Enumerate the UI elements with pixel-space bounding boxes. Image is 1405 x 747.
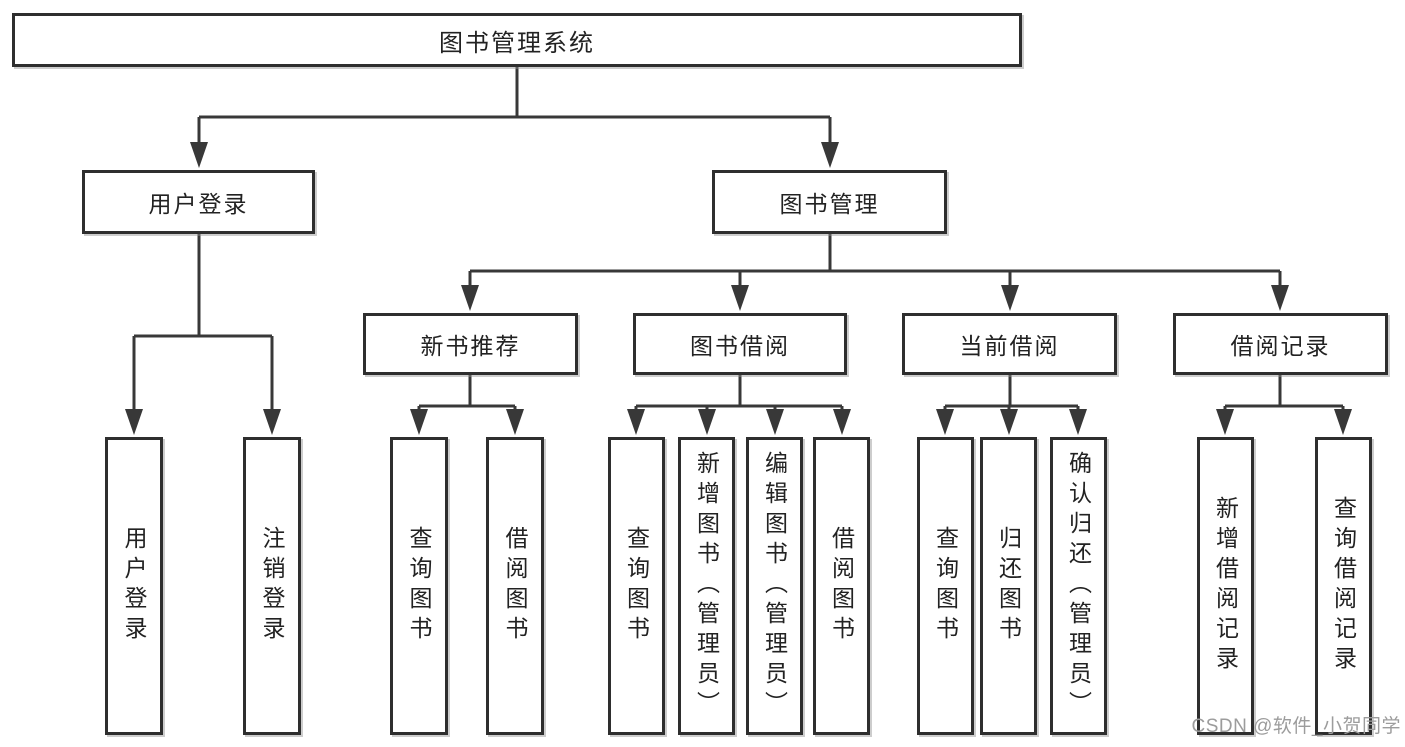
node-current-borrow: 当前借阅: [902, 313, 1117, 375]
leaf-return-books: 归还图书: [980, 437, 1037, 735]
leaf-add-book-admin: 新增图书（管理员）: [678, 437, 735, 735]
node-book-management: 图书管理: [712, 170, 947, 234]
node-root: 图书管理系统: [12, 13, 1022, 67]
leaf-confirm-return-admin: 确认归还（管理员）: [1050, 437, 1107, 735]
connector-book-management-children: [461, 234, 1289, 311]
leaf-edit-book-admin: 编辑图书（管理员）: [746, 437, 803, 735]
watermark-text: CSDN @软件_小贺同学: [1191, 716, 1401, 737]
leaf-query-borrow-record: 查询借阅记录: [1315, 437, 1372, 735]
node-new-book-recommend: 新书推荐: [363, 313, 578, 375]
leaf-borrow-books-recommend: 借阅图书: [486, 437, 544, 735]
leaf-logout: 注销登录: [243, 437, 301, 735]
leaf-borrow-books-borrow: 借阅图书: [813, 437, 870, 735]
leaf-add-borrow-record: 新增借阅记录: [1197, 437, 1254, 735]
connector-new-book-recommend-children: [410, 375, 524, 435]
leaf-query-books-current: 查询图书: [917, 437, 974, 735]
node-borrow-records: 借阅记录: [1173, 313, 1388, 375]
connector-borrow-records-children: [1216, 375, 1352, 435]
connector-root-to-level2: [190, 67, 839, 168]
connector-current-borrow-children: [936, 375, 1087, 435]
connector-user-login-children: [125, 234, 281, 435]
leaf-user-login: 用户登录: [105, 437, 163, 735]
connector-book-borrow-children: [627, 375, 851, 435]
leaf-query-books-borrow: 查询图书: [608, 437, 665, 735]
leaf-query-books-recommend: 查询图书: [390, 437, 448, 735]
node-book-borrow: 图书借阅: [633, 313, 847, 375]
node-user-login: 用户登录: [82, 170, 315, 234]
